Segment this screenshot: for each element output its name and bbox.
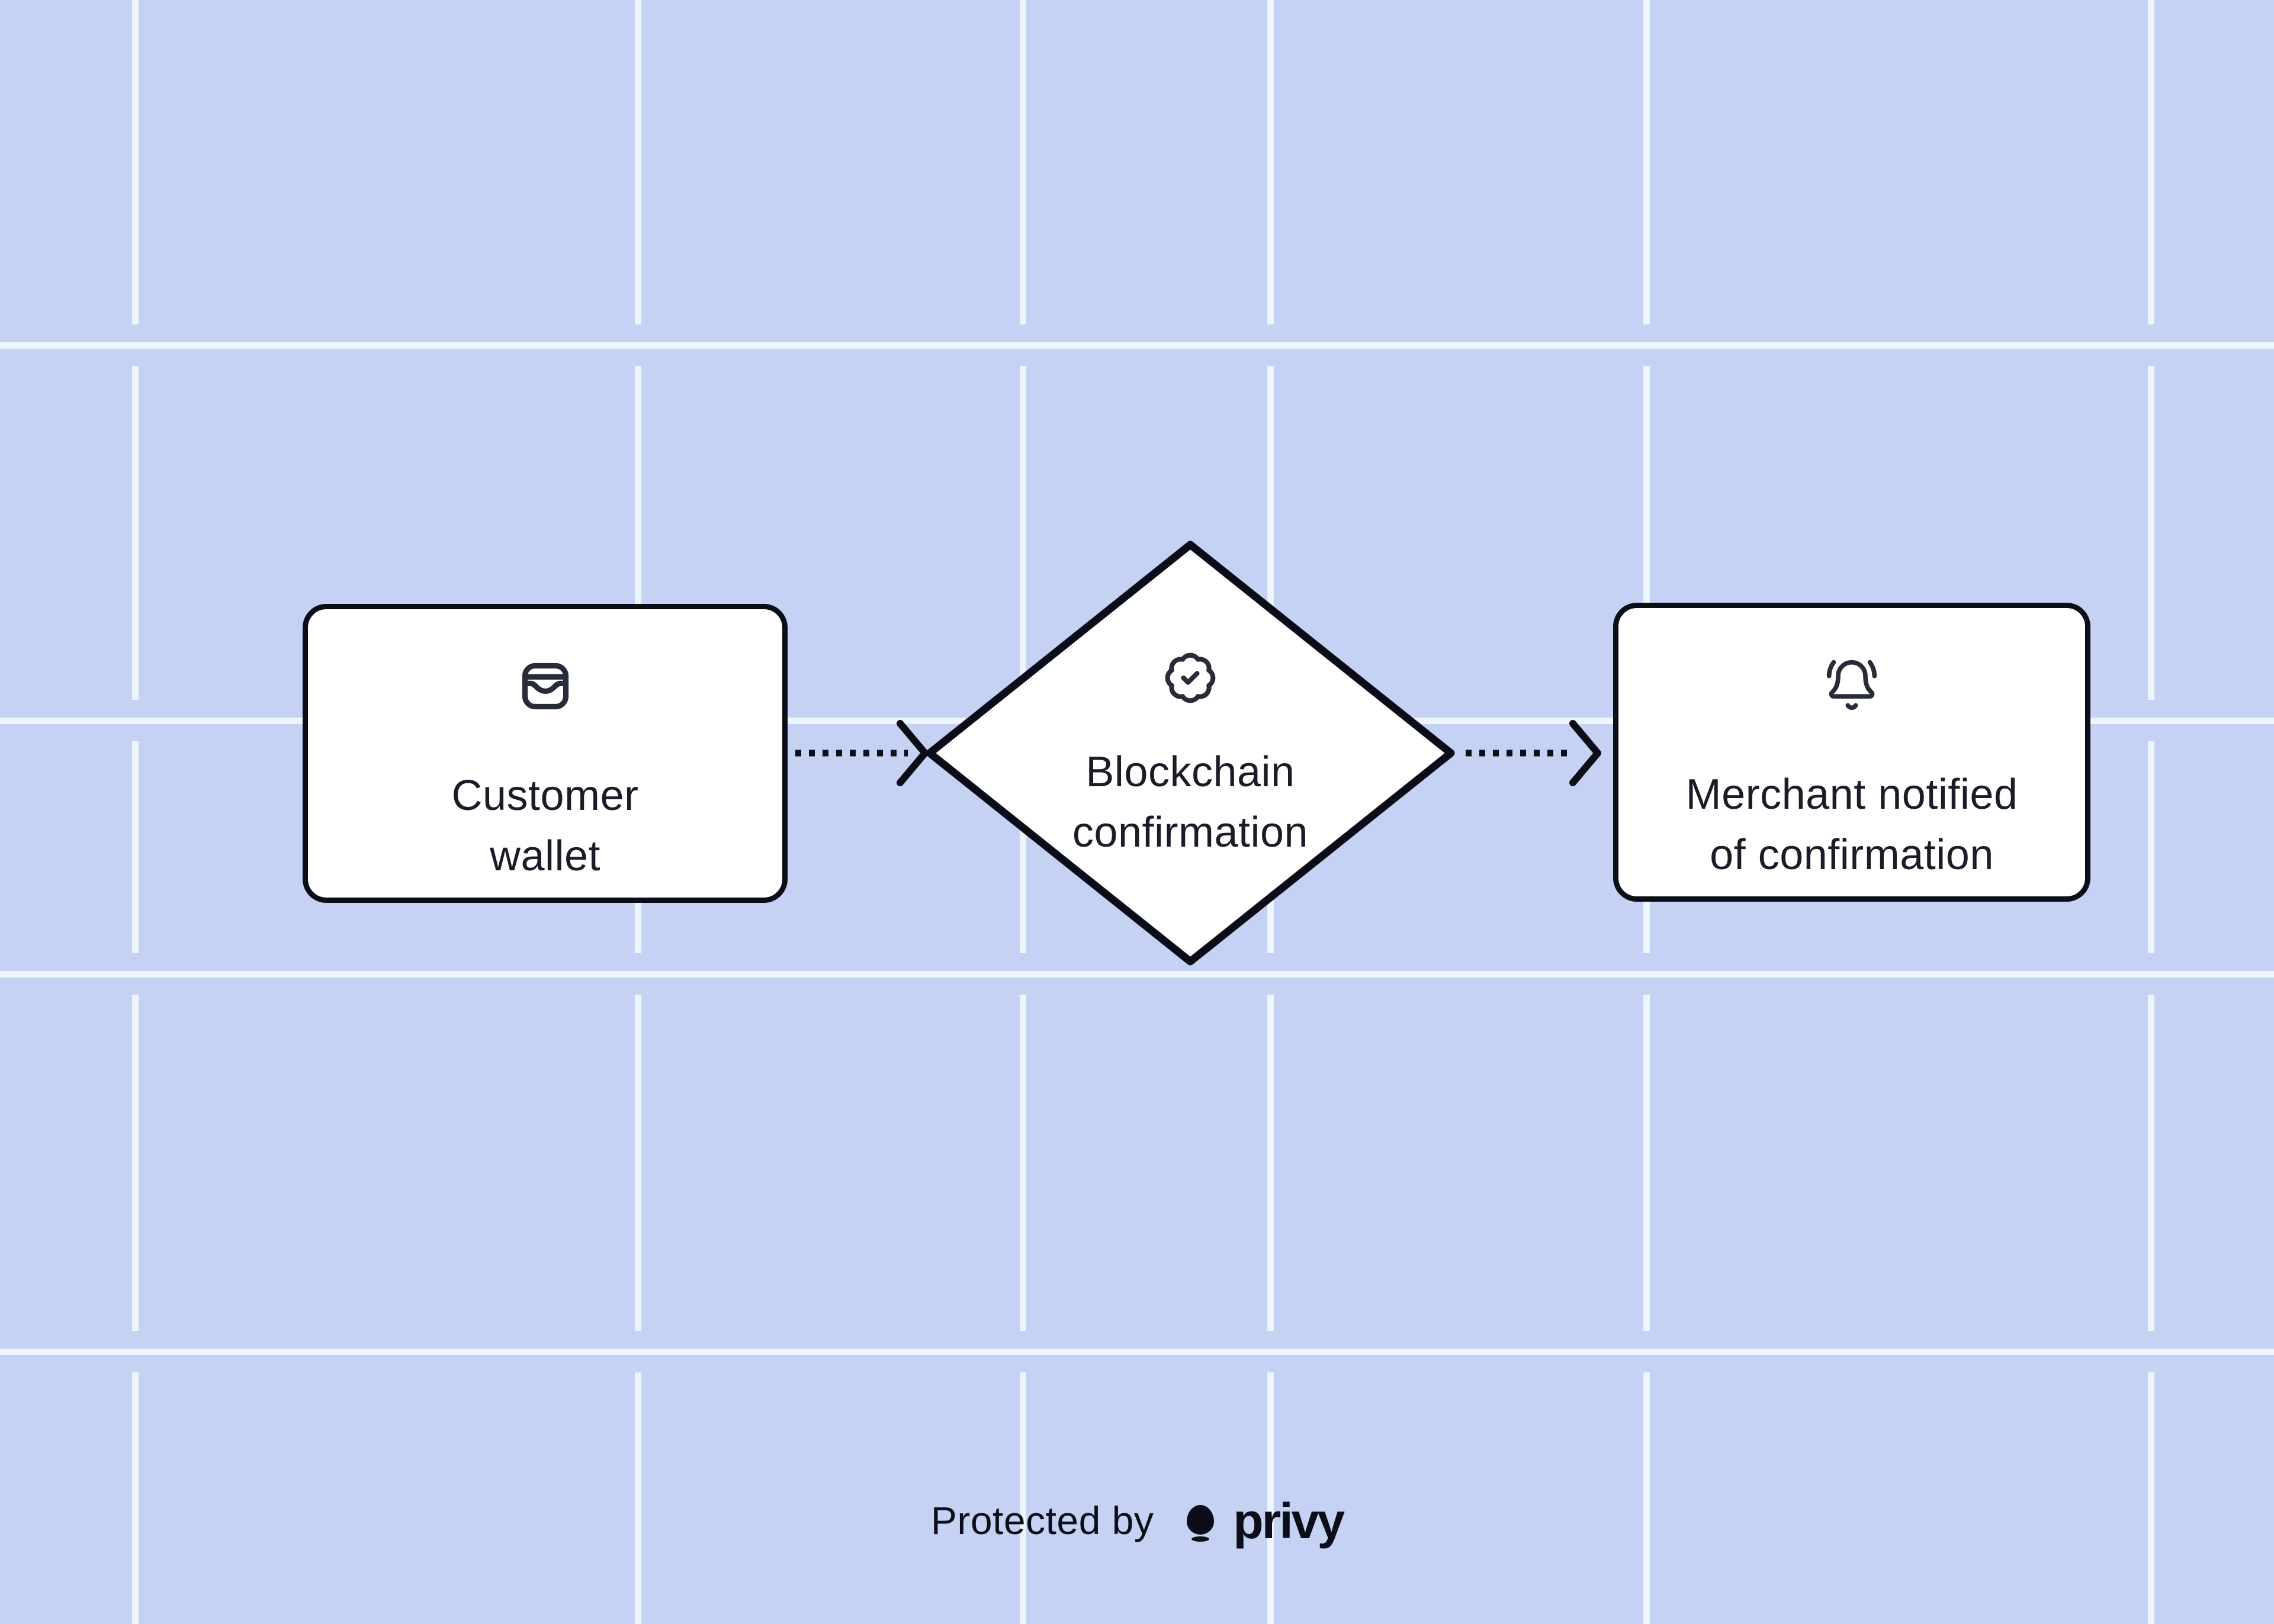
node-label: Merchant notified of confirmation: [1686, 764, 2018, 885]
grid-line-horizontal: [0, 1348, 2274, 1355]
grid-line-vertical: [131, 995, 139, 1331]
wallet-icon: [518, 659, 573, 713]
diamond-shape: [926, 541, 1455, 966]
privy-logo-icon: [1186, 1505, 1215, 1544]
grid-line-vertical: [131, 0, 139, 324]
badge-check-icon: [1163, 651, 1218, 705]
node-label-line: confirmation: [1072, 809, 1309, 856]
grid-line-vertical: [2147, 0, 2154, 324]
grid-line-vertical: [2147, 1372, 2154, 1624]
connector-arrow-1: [795, 720, 929, 786]
grid-line-vertical: [131, 1372, 139, 1624]
node-label-line: of confirmation: [1710, 831, 1994, 879]
grid-line-horizontal: [0, 970, 2274, 977]
grid-line-horizontal: [0, 342, 2274, 349]
grid-line-vertical: [1643, 366, 1650, 700]
grid-line-vertical: [634, 1372, 641, 1624]
grid-line-vertical: [634, 995, 641, 1331]
grid-line-vertical: [1019, 995, 1026, 1331]
grid-line-vertical: [1643, 0, 1650, 324]
grid-line-vertical: [1019, 366, 1026, 700]
grid-line-vertical: [1267, 366, 1274, 700]
privy-attribution[interactable]: Protected by privy: [0, 1485, 2274, 1556]
grid-line-vertical: [1019, 1372, 1026, 1624]
node-label-line: Customer: [451, 772, 639, 819]
grid-line-vertical: [1643, 1372, 1650, 1624]
node-label: Customer wallet: [451, 766, 638, 886]
grid-line-vertical: [131, 741, 139, 953]
grid-line-vertical: [1267, 0, 1274, 324]
grid-line-vertical: [634, 0, 641, 324]
protected-by-label: Protected by: [930, 1498, 1154, 1542]
grid-line-vertical: [1019, 0, 1026, 324]
privy-wordmark: privy: [1233, 1493, 1345, 1549]
grid-line-vertical: [1267, 1372, 1274, 1624]
grid-line-vertical: [1643, 995, 1650, 1331]
grid-line-vertical: [1267, 995, 1274, 1331]
node-blockchain-confirmation: Blockchain confirmation: [923, 538, 1458, 969]
connector-arrow-2: [1466, 720, 1601, 786]
grid-line-vertical: [131, 366, 139, 700]
node-label-line: Merchant notified: [1685, 771, 2018, 818]
grid-line-vertical: [1019, 741, 1026, 953]
node-merchant-notified: Merchant notified of confirmation: [1613, 603, 2090, 902]
bell-ring-icon: [1825, 658, 1879, 712]
node-customer-wallet: Customer wallet: [303, 604, 788, 903]
grid-line-vertical: [634, 366, 641, 700]
grid-line-vertical: [2147, 366, 2154, 700]
node-label-line: wallet: [489, 832, 601, 880]
grid-line-vertical: [2147, 741, 2154, 953]
node-label-line: Blockchain: [1085, 748, 1295, 796]
node-label: Blockchain confirmation: [1072, 742, 1308, 863]
grid-line-vertical: [2147, 995, 2154, 1331]
